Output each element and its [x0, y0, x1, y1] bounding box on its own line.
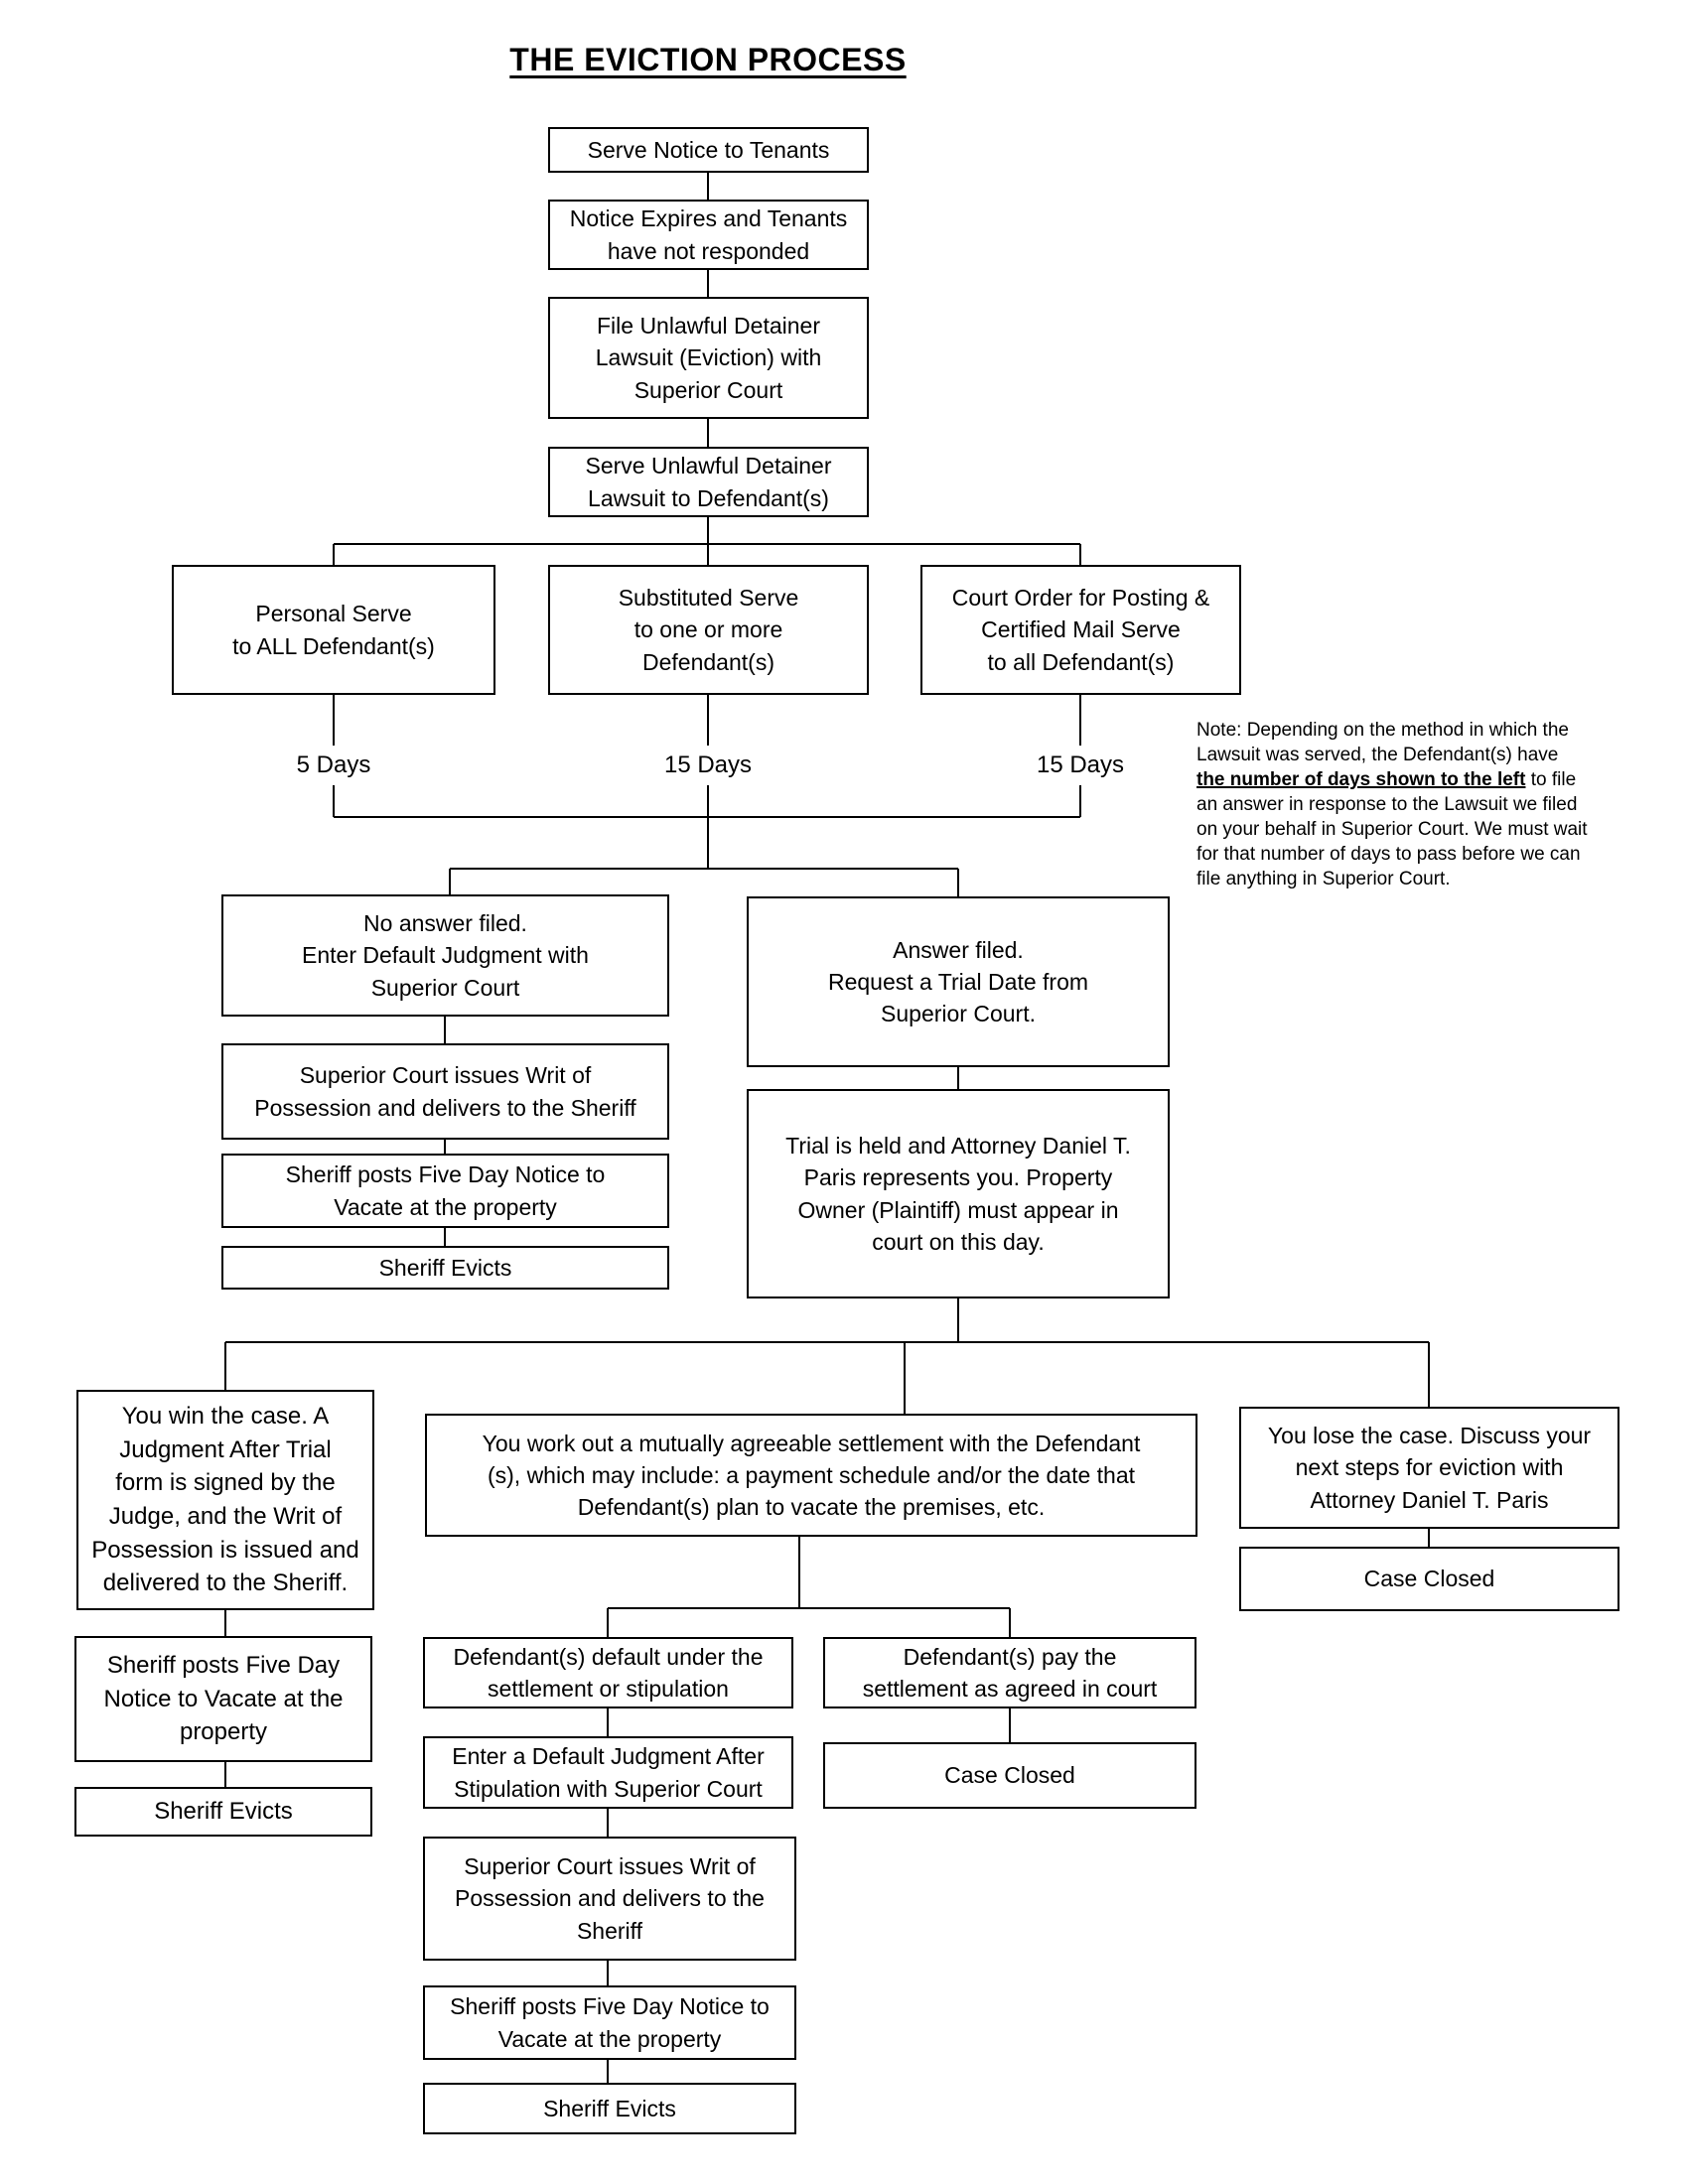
node-defendants-default: Defendant(s) default under the settlemen…	[423, 1637, 793, 1708]
label-15-days-substituted: 15 Days	[609, 746, 807, 785]
node-sheriff-evicts-2: Sheriff Evicts	[74, 1787, 372, 1837]
node-sheriff-evicts-3: Sheriff Evicts	[423, 2083, 796, 2134]
node-serve-notice: Serve Notice to Tenants	[548, 127, 869, 173]
note-suffix: to file an answer in response to the Law…	[1196, 769, 1588, 889]
node-you-win: You win the case. A Judgment After Trial…	[76, 1390, 374, 1610]
note-prefix: Note: Depending on the method in which t…	[1196, 720, 1569, 765]
node-sheriff-evicts-1: Sheriff Evicts	[221, 1246, 669, 1290]
node-substituted-serve: Substituted Serve to one or more Defenda…	[548, 565, 869, 695]
node-notice-expires: Notice Expires and Tenants have not resp…	[548, 200, 869, 270]
node-serve-lawsuit: Serve Unlawful Detainer Lawsuit to Defen…	[548, 447, 869, 517]
node-you-lose: You lose the case. Discuss your next ste…	[1239, 1407, 1619, 1529]
node-defendants-pay: Defendant(s) pay the settlement as agree…	[823, 1637, 1196, 1708]
node-file-lawsuit: File Unlawful Detainer Lawsuit (Eviction…	[548, 297, 869, 419]
note-days-to-answer: Note: Depending on the method in which t…	[1196, 693, 1645, 891]
node-court-order-serve: Court Order for Posting & Certified Mail…	[920, 565, 1241, 695]
node-answer-filed: Answer filed. Request a Trial Date from …	[747, 896, 1170, 1067]
label-15-days-court-order: 15 Days	[981, 746, 1180, 785]
node-sheriff-posts-1: Sheriff posts Five Day Notice to Vacate …	[221, 1154, 669, 1228]
page-title: THE EVICTION PROCESS	[509, 42, 907, 77]
node-no-answer: No answer filed. Enter Default Judgment …	[221, 894, 669, 1017]
note-bold-underline: the number of days shown to the left	[1196, 769, 1526, 790]
node-case-closed-lose: Case Closed	[1239, 1547, 1619, 1611]
label-5-days: 5 Days	[234, 746, 433, 785]
node-case-closed-pay: Case Closed	[823, 1742, 1196, 1809]
node-sheriff-posts-2: Sheriff posts Five Day Notice to Vacate …	[74, 1636, 372, 1762]
node-enter-default-judgment: Enter a Default Judgment After Stipulati…	[423, 1736, 793, 1809]
node-personal-serve: Personal Serve to ALL Defendant(s)	[172, 565, 495, 695]
node-trial-held: Trial is held and Attorney Daniel T. Par…	[747, 1089, 1170, 1298]
node-sheriff-posts-3: Sheriff posts Five Day Notice to Vacate …	[423, 1985, 796, 2060]
node-settlement: You work out a mutually agreeable settle…	[425, 1414, 1197, 1537]
node-writ-possession-1: Superior Court issues Writ of Possession…	[221, 1043, 669, 1140]
node-writ-possession-2: Superior Court issues Writ of Possession…	[423, 1837, 796, 1961]
